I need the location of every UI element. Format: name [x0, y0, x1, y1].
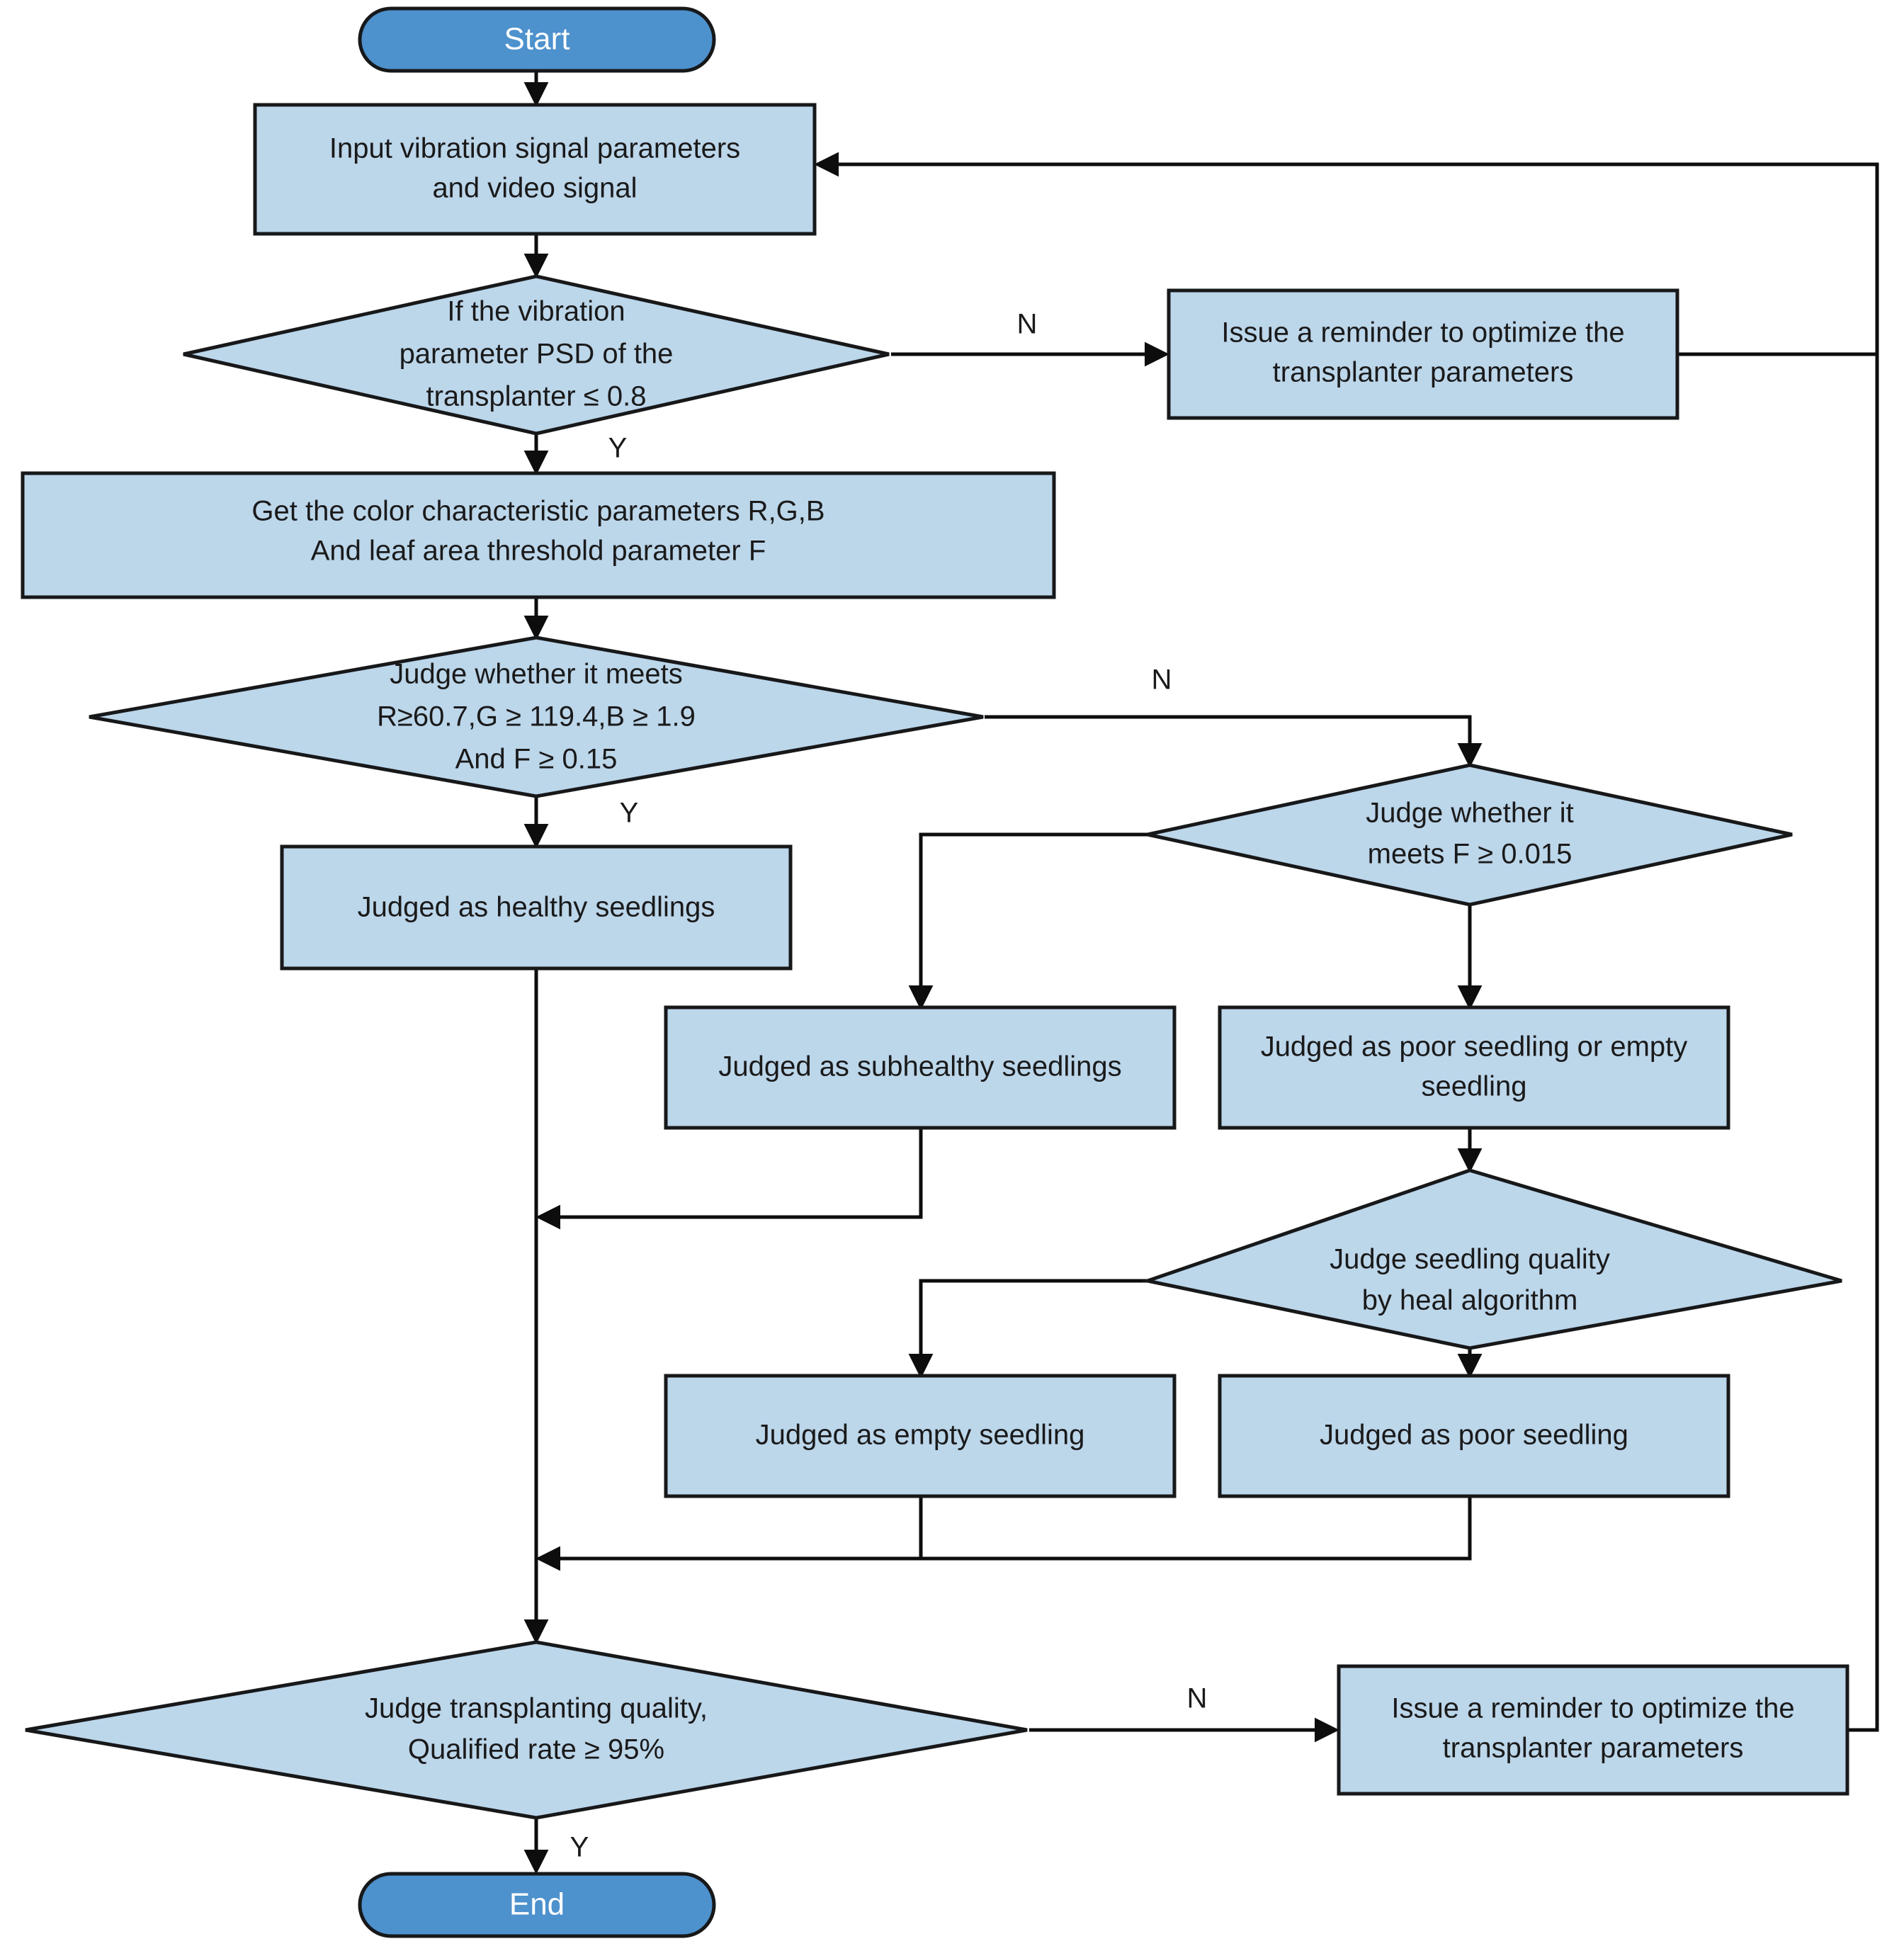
edge-label-quality-no: N	[1187, 1683, 1208, 1714]
node-start[interactable]: Start	[358, 6, 716, 73]
poor-or-empty-line-1: Judged as poor seedling or empty	[1261, 1031, 1688, 1063]
node-poor-seedling[interactable]: Judged as poor seedling	[1218, 1374, 1730, 1498]
node-reminder-bottom[interactable]: Issue a reminder to optimize the transpl…	[1337, 1664, 1849, 1796]
f-decision-shape[interactable]	[1147, 763, 1793, 907]
color-params-shape[interactable]	[21, 471, 1056, 599]
rgb-line-1: Judge whether it meets	[390, 659, 683, 690]
node-input-signal[interactable]: Input vibration signal parameters and vi…	[253, 103, 817, 236]
empty-seedling-line-1: Judged as empty seedling	[756, 1420, 1085, 1451]
edge-label-psd-no: N	[1017, 309, 1038, 340]
psd-line-1: If the vibration	[447, 296, 625, 327]
input-process-shape[interactable]	[253, 103, 817, 236]
node-rgb-decision[interactable]: Judge whether it meets R≥60.7,G ≥ 119.4,…	[89, 635, 984, 798]
node-empty-seedling[interactable]: Judged as empty seedling	[664, 1374, 1177, 1498]
edge-empty-to-trunk	[536, 1496, 923, 1571]
start-terminator-shape[interactable]	[358, 6, 716, 73]
edge-label-rgb-yes: Y	[620, 798, 639, 829]
edge-rgb-no-to-fdecision	[985, 715, 1483, 768]
color-params-line-1: Get the color characteristic parameters …	[251, 496, 824, 527]
node-healthy-seedlings[interactable]: Judged as healthy seedlings	[280, 844, 793, 971]
heal-decision-shape[interactable]	[1140, 1168, 1842, 1350]
poor-or-empty-shape[interactable]	[1218, 1005, 1730, 1130]
end-label: End	[509, 1887, 565, 1922]
edge-label-rgb-no: N	[1152, 665, 1172, 696]
poor-seedling-shape[interactable]	[1218, 1374, 1730, 1498]
node-psd-decision[interactable]: If the vibration parameter PSD of the tr…	[183, 274, 890, 436]
poor-or-empty-line-2: seedling	[1421, 1071, 1526, 1102]
end-terminator-shape[interactable]	[358, 1872, 716, 1938]
rgb-line-2: R≥60.7,G ≥ 119.4,B ≥ 1.9	[377, 701, 696, 733]
input-line-2: and video signal	[432, 173, 637, 204]
psd-line-3: transplanter ≤ 0.8	[426, 381, 646, 412]
color-params-line-2: And leaf area threshold parameter F	[311, 536, 766, 567]
node-f-decision[interactable]: Judge whether it meets F ≥ 0.015	[1147, 763, 1793, 907]
heal-line-2: by heal algorithm	[1362, 1285, 1578, 1316]
edge-subhealthy-to-trunk	[536, 1128, 923, 1230]
edges-layer	[523, 69, 1879, 1874]
healthy-shape[interactable]	[280, 844, 793, 971]
poor-seedling-line-1: Judged as poor seedling	[1320, 1420, 1628, 1451]
f-line-1: Judge whether it	[1366, 798, 1574, 829]
edge-label-psd-yes: Y	[608, 433, 628, 464]
edge-fdecision-no-to-subhealthy	[908, 832, 1148, 1010]
f-line-2: meets F ≥ 0.015	[1368, 839, 1572, 870]
quality-decision-shape[interactable]	[25, 1640, 1028, 1820]
reminder-top-shape[interactable]	[1167, 288, 1679, 420]
node-reminder-top[interactable]: Issue a reminder to optimize the transpl…	[1167, 288, 1679, 420]
psd-decision-shape[interactable]	[183, 274, 890, 436]
reminder-top-line-2: transplanter parameters	[1273, 357, 1574, 388]
node-poor-or-empty-seedling[interactable]: Judged as poor seedling or empty seedlin…	[1218, 1005, 1730, 1130]
node-quality-decision[interactable]: Judge transplanting quality, Qualified r…	[25, 1640, 1028, 1820]
quality-line-1: Judge transplanting quality,	[365, 1693, 708, 1724]
edge-reminder-top-feedback	[814, 152, 1879, 356]
input-line-1: Input vibration signal parameters	[329, 133, 740, 164]
subhealthy-line-1: Judged as subhealthy seedlings	[718, 1051, 1121, 1082]
subhealthy-shape[interactable]	[664, 1005, 1177, 1130]
edge-labels-layer: N Y N Y N Y	[570, 309, 1208, 1863]
edge-poor-to-trunk	[536, 1496, 1472, 1571]
node-end[interactable]: End	[358, 1872, 716, 1938]
healthy-line-1: Judged as healthy seedlings	[358, 892, 715, 923]
node-heal-decision[interactable]: Judge seedling quality by heal algorithm	[1140, 1168, 1842, 1350]
node-subhealthy-seedlings[interactable]: Judged as subhealthy seedlings	[664, 1005, 1177, 1130]
edge-heal-to-empty	[908, 1279, 1148, 1379]
quality-line-2: Qualified rate ≥ 95%	[408, 1734, 664, 1765]
edge-label-quality-yes: Y	[570, 1832, 589, 1863]
node-color-params[interactable]: Get the color characteristic parameters …	[21, 471, 1056, 599]
rgb-line-3: And F ≥ 0.15	[455, 744, 618, 775]
reminder-bottom-line-1: Issue a reminder to optimize the	[1391, 1693, 1794, 1724]
reminder-bottom-shape[interactable]	[1337, 1664, 1849, 1796]
psd-line-2: parameter PSD of the	[400, 339, 674, 370]
edge-reminder-bottom-feedback	[1847, 354, 1879, 1732]
start-label: Start	[504, 22, 570, 57]
rgb-decision-shape[interactable]	[89, 635, 984, 798]
reminder-bottom-line-2: transplanter parameters	[1443, 1733, 1744, 1764]
reminder-top-line-1: Issue a reminder to optimize the	[1221, 317, 1624, 349]
empty-seedling-shape[interactable]	[664, 1374, 1177, 1498]
heal-line-1: Judge seedling quality	[1330, 1244, 1610, 1275]
